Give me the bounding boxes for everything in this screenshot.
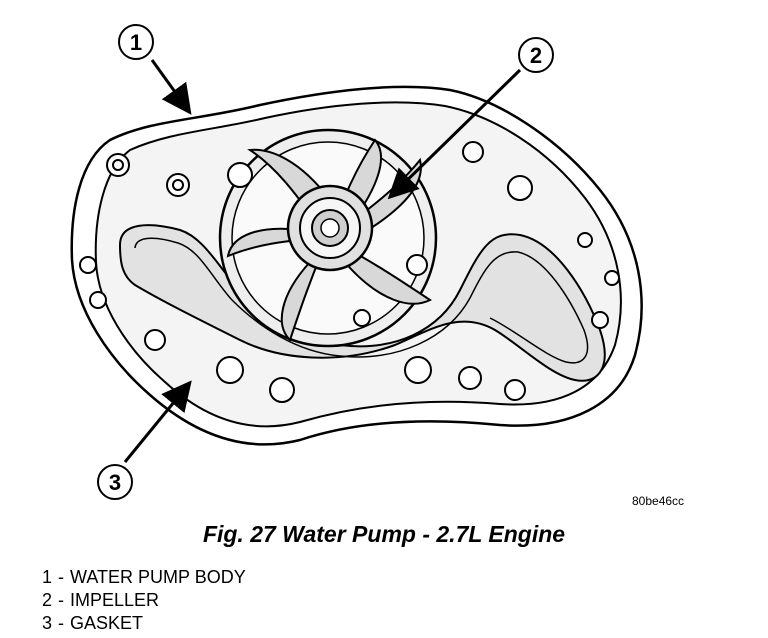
callout-3: 3 — [97, 464, 133, 500]
legend-number: 2 — [42, 590, 53, 610]
bolt-holes — [79, 141, 620, 403]
callout-1-arrow — [150, 59, 192, 115]
legend-number: 3 — [42, 613, 53, 633]
svg-text:3: 3 — [109, 470, 121, 495]
legend-item: 3-GASKET — [42, 612, 246, 635]
legend-item: 1-WATER PUMP BODY — [42, 566, 246, 589]
legend-separator: - — [58, 590, 65, 610]
svg-text:2: 2 — [530, 43, 542, 68]
legend-label: WATER PUMP BODY — [70, 567, 246, 587]
callout-2: 2 — [518, 37, 554, 73]
callout-3-arrow — [123, 380, 192, 463]
legend-number: 1 — [42, 567, 53, 587]
legend-label: GASKET — [70, 613, 144, 633]
water-pump-diagram: 1 2 3 — [70, 24, 643, 500]
image-reference-code: 80be46cc — [632, 494, 685, 508]
callout-1: 1 — [118, 24, 154, 60]
legend-label: IMPELLER — [70, 590, 160, 610]
legend-item: 2-IMPELLER — [42, 589, 246, 612]
impeller-hub-bore — [320, 218, 340, 238]
coolant-passage-inner — [134, 237, 589, 364]
legend-separator: - — [58, 613, 65, 633]
callout-2-arrow — [387, 68, 522, 200]
svg-text:1: 1 — [130, 30, 142, 55]
callout-legend: 1-WATER PUMP BODY 2-IMPELLER 3-GASKET — [42, 566, 246, 635]
figure-caption: Fig. 27 Water Pump - 2.7L Engine — [202, 521, 566, 547]
legend-separator: - — [58, 567, 65, 587]
